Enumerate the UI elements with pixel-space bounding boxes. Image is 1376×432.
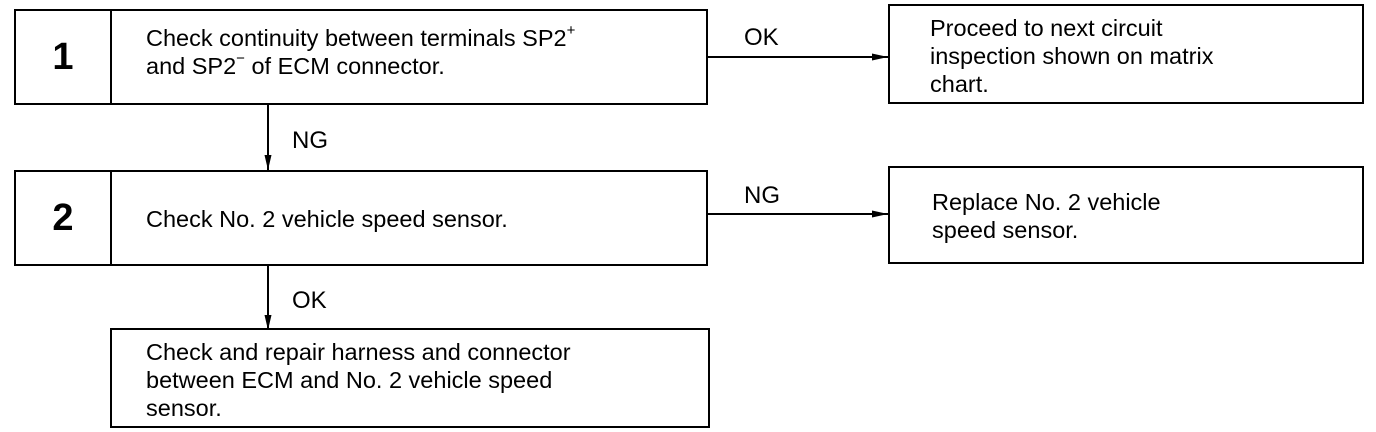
step-1-ok-label: OK <box>744 24 779 51</box>
step-1-line-2: and SP2− of ECM connector. <box>146 50 445 79</box>
step-1-box: 1 Check continuity between terminals SP2… <box>14 9 708 105</box>
step-2-ng-result-box: Replace No. 2 vehicle speed sensor. <box>888 166 1364 264</box>
step-2-ng-label: NG <box>744 182 780 209</box>
step-2-text: Check No. 2 vehicle speed sensor. <box>146 206 508 232</box>
step2-ng-arrowhead-icon <box>872 210 888 218</box>
step1-ok-arrowhead-icon <box>872 53 888 61</box>
step-1-text: Check continuity between terminals SP2+ … <box>146 22 700 80</box>
step-2-ok-result-box: Check and repair harness and connector b… <box>110 328 710 428</box>
step-2-box: 2 Check No. 2 vehicle speed sensor. <box>14 170 708 266</box>
step-2-ok-label: OK <box>292 287 327 314</box>
step-1-line-1: Check continuity between terminals SP2+ <box>146 22 576 51</box>
step1-ng-arrowhead-icon <box>264 155 272 170</box>
step-2-ng-result-text: Replace No. 2 vehicle speed sensor. <box>932 189 1161 243</box>
step-1-number: 1 <box>16 11 112 103</box>
step-1-ok-result-box: Proceed to next circuit inspection shown… <box>888 4 1364 104</box>
step-1-ok-result-text: Proceed to next circuit inspection shown… <box>930 15 1214 97</box>
step-2-number: 2 <box>16 172 112 264</box>
step-2-ok-result-text: Check and repair harness and connector b… <box>146 339 571 421</box>
step-1-ng-label: NG <box>292 127 328 154</box>
